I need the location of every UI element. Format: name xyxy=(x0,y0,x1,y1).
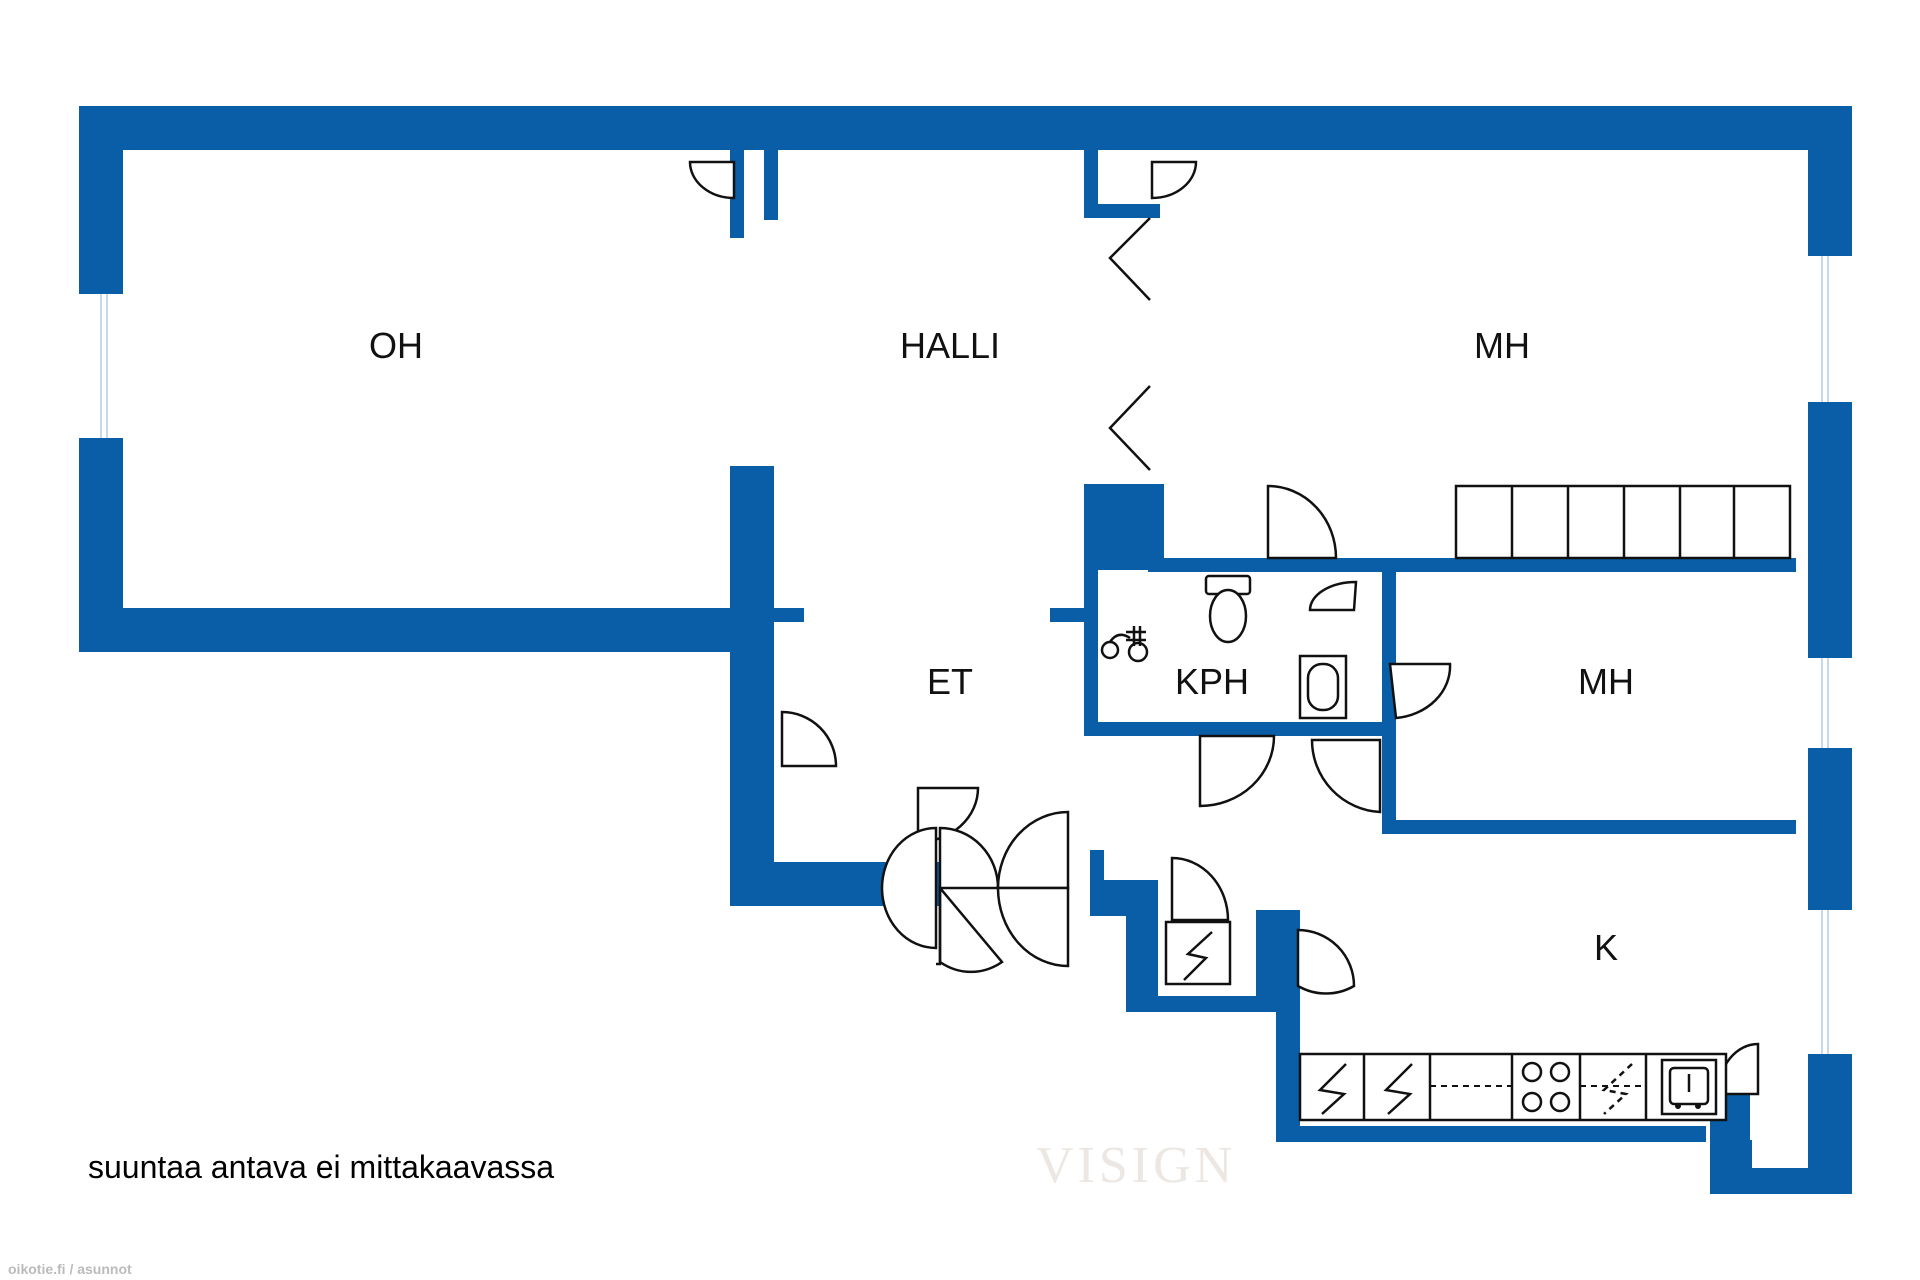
kitchen-sink-icon xyxy=(1660,1058,1718,1116)
walls xyxy=(79,106,1852,1194)
room-label-kph: KPH xyxy=(1175,661,1249,702)
doors xyxy=(688,160,1760,1096)
source-credit: oikotie.fi / asunnot xyxy=(8,1261,132,1277)
wardrobe xyxy=(1454,484,1792,560)
toilet-icon xyxy=(1204,574,1252,644)
room-label-oh: OH xyxy=(369,325,423,366)
room-label-mh-large: MH xyxy=(1474,325,1530,366)
watermark: VISIGN xyxy=(1036,1137,1236,1194)
stove-icon xyxy=(1521,1061,1571,1113)
scale-note: suuntaa antava ei mittakaavassa xyxy=(88,1149,554,1185)
shower-icon xyxy=(1100,626,1149,663)
room-label-halli: HALLI xyxy=(900,325,1000,366)
room-label-k: K xyxy=(1594,927,1618,968)
electrical-cabinet-icon xyxy=(1164,920,1232,986)
room-label-mh-small: MH xyxy=(1578,661,1634,702)
windows xyxy=(79,256,1852,1054)
room-label-et: ET xyxy=(927,661,973,702)
kitchen-counter xyxy=(1298,1052,1728,1122)
sink-icon xyxy=(1298,654,1348,720)
